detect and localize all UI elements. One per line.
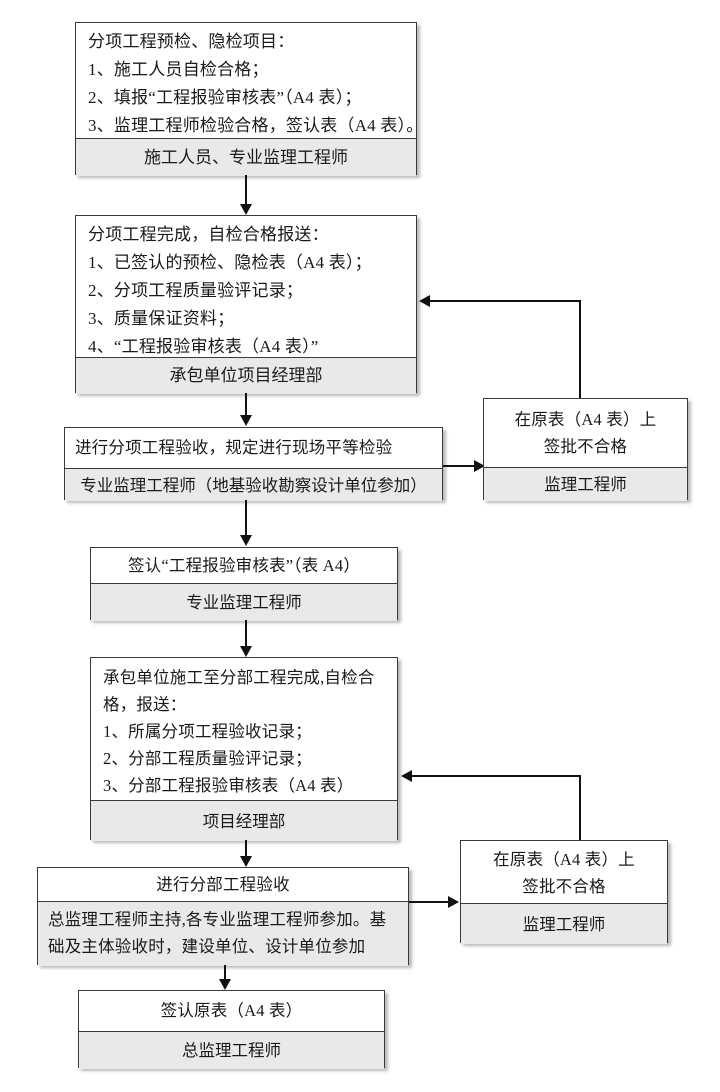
arrowhead-down-n2-n3 [240,415,252,426]
role-label: 监理工程师 [522,914,606,934]
node-role-band: 监理工程师 [484,467,687,501]
body-line: 签认“工程报验审核表”（表 A4） [127,555,361,575]
role-label: 总监理工程师 [182,1041,281,1060]
node-role-band: 专业监理工程师 [91,583,397,621]
body-line: 签认原表（A4 表） [160,1001,303,1020]
role-label: 专业监理工程师 [186,593,302,612]
body-line: 4、“工程报验审核表（A4 表）” [88,337,319,356]
node-body: 承包单位施工至分部工程完成,自检合 格，报送： 1、所属分项工程验收记录； 2、… [91,658,397,800]
role-label: 施工人员、专业监理工程师 [144,147,348,167]
body-line: 进行分项工程验收，规定进行现场平等检验 [75,438,393,457]
connector-n3-n4 [245,500,247,536]
arrowhead-down-n4-n5 [240,646,252,657]
node-body: 进行分项工程验收，规定进行现场平等检验 [65,428,442,468]
body-line: 分项工程预检、隐检项目： [88,32,295,51]
body-line: 1、已签认的预检、隐检表（A4 表）； [88,253,372,272]
connector-r2-feedback-vertical [579,775,581,840]
body-line: 1、所属分项工程验收记录； [103,722,312,741]
connector-n3-r1 [443,465,476,467]
node-qianren-yuanbiao[interactable]: 签认原表（A4 表） 总监理工程师 [78,990,385,1069]
arrowhead-down-n3-n4 [240,535,252,546]
node-body: 分项工程完成，自检合格报送： 1、已签认的预检、隐检表（A4 表）； 2、分项工… [76,216,416,357]
body-line: 格，报送： [103,695,187,714]
body-line: 2、填报“工程报验审核表”（A4 表）； [88,88,362,107]
node-body: 在原表（A4 表）上 签批不合格 [484,399,687,467]
connector-n6-n7 [224,965,226,980]
node-jinxing-fenbu-yanshou[interactable]: 进行分部工程验收 总监理工程师主持,各专业监理工程师参加。基 础及主体验收时，建… [37,867,409,966]
arrowhead-down-n5-n6 [240,856,252,867]
node-buhege-xiafang[interactable]: 在原表（A4 表）上 签批不合格 监理工程师 [460,840,668,944]
connector-n4-n5 [245,620,247,647]
body-line: 承包单位施工至分部工程完成,自检合 [103,668,375,687]
node-qianren-baoyan-shenhebiao[interactable]: 签认“工程报验审核表”（表 A4） 专业监理工程师 [90,547,398,621]
connector-n1-n2 [245,175,247,205]
arrowhead-left-r2-n5 [401,770,412,782]
node-jinxing-fenxiang-yanshou[interactable]: 进行分项工程验收，规定进行现场平等检验 专业监理工程师（地基验收勘察设计单位参加… [64,427,443,501]
connector-n5-n6 [245,840,247,858]
header-label: 进行分部工程验收 [156,874,290,894]
body-line: 1、施工人员自检合格； [88,60,269,79]
node-buhege-shangfang[interactable]: 在原表（A4 表）上 签批不合格 监理工程师 [483,398,688,501]
role-label: 项目经理部 [202,811,286,831]
node-role-band: 项目经理部 [91,800,397,841]
arrowhead-down-n1-n2 [240,204,252,215]
connector-r2-feedback-horizontal [412,775,581,777]
connector-r1-feedback-horizontal [430,300,581,302]
body-line: 3、质量保证资料； [88,309,235,328]
node-chengbao-danwei-fenbu-wancheng[interactable]: 承包单位施工至分部工程完成,自检合 格，报送： 1、所属分项工程验收记录； 2、… [90,657,398,841]
arrowhead-right-n3-r1 [474,460,485,472]
role-label: 监理工程师 [544,475,627,494]
body-line: 总监理工程师主持,各专业监理工程师参加。基 [48,910,387,929]
node-role-band: 专业监理工程师（地基验收勘察设计单位参加） [65,468,442,501]
body-line: 础及主体验收时，建设单位、设计单位参加 [48,937,366,956]
node-role-band: 监理工程师 [461,903,667,944]
node-header: 进行分部工程验收 [38,868,408,901]
node-body: 在原表（A4 表）上 签批不合格 [461,841,667,903]
body-line: 3、监理工程师检验合格，签认表（A4 表）。 [88,116,424,135]
role-label: 承包单位项目经理部 [169,366,323,385]
body-line: 签批不合格 [522,877,606,896]
arrowhead-right-n6-r2 [448,896,459,908]
node-body: 分项工程预检、隐检项目： 1、施工人员自检合格； 2、填报“工程报验审核表”（A… [76,23,424,138]
node-yujian-yinjian-xiangmu[interactable]: 分项工程预检、隐检项目： 1、施工人员自检合格； 2、填报“工程报验审核表”（A… [75,22,424,176]
node-fenxiang-wancheng-baosong[interactable]: 分项工程完成，自检合格报送： 1、已签认的预检、隐检表（A4 表）； 2、分项工… [75,215,417,394]
body-line: 2、分部工程质量验评记录； [103,749,312,768]
body-line: 3、分部工程报验审核表（A4 表） [103,776,354,795]
connector-n6-r2 [409,901,449,903]
arrowhead-down-n6-n7 [219,979,231,990]
body-line: 在原表（A4 表）上 [493,850,635,869]
role-label: 专业监理工程师（地基验收勘察设计单位参加） [80,475,427,495]
node-body: 签认原表（A4 表） [79,991,384,1031]
node-role-band: 总监理工程师 [79,1031,384,1069]
node-role-band: 承包单位项目经理部 [76,357,416,394]
node-body: 签认“工程报验审核表”（表 A4） [91,548,397,583]
body-line: 2、分项工程质量验评记录； [88,281,304,300]
connector-n2-n3 [245,393,247,416]
body-line: 签批不合格 [543,437,628,456]
body-line: 在原表（A4 表）上 [514,410,657,429]
node-role-band: 施工人员、专业监理工程师 [76,138,416,176]
node-role-band: 总监理工程师主持,各专业监理工程师参加。基 础及主体验收时，建设单位、设计单位参… [38,901,408,966]
body-line: 分项工程完成，自检合格报送： [88,225,329,244]
connector-r1-feedback-vertical [579,300,581,398]
arrowhead-left-r1-n2 [419,295,430,307]
